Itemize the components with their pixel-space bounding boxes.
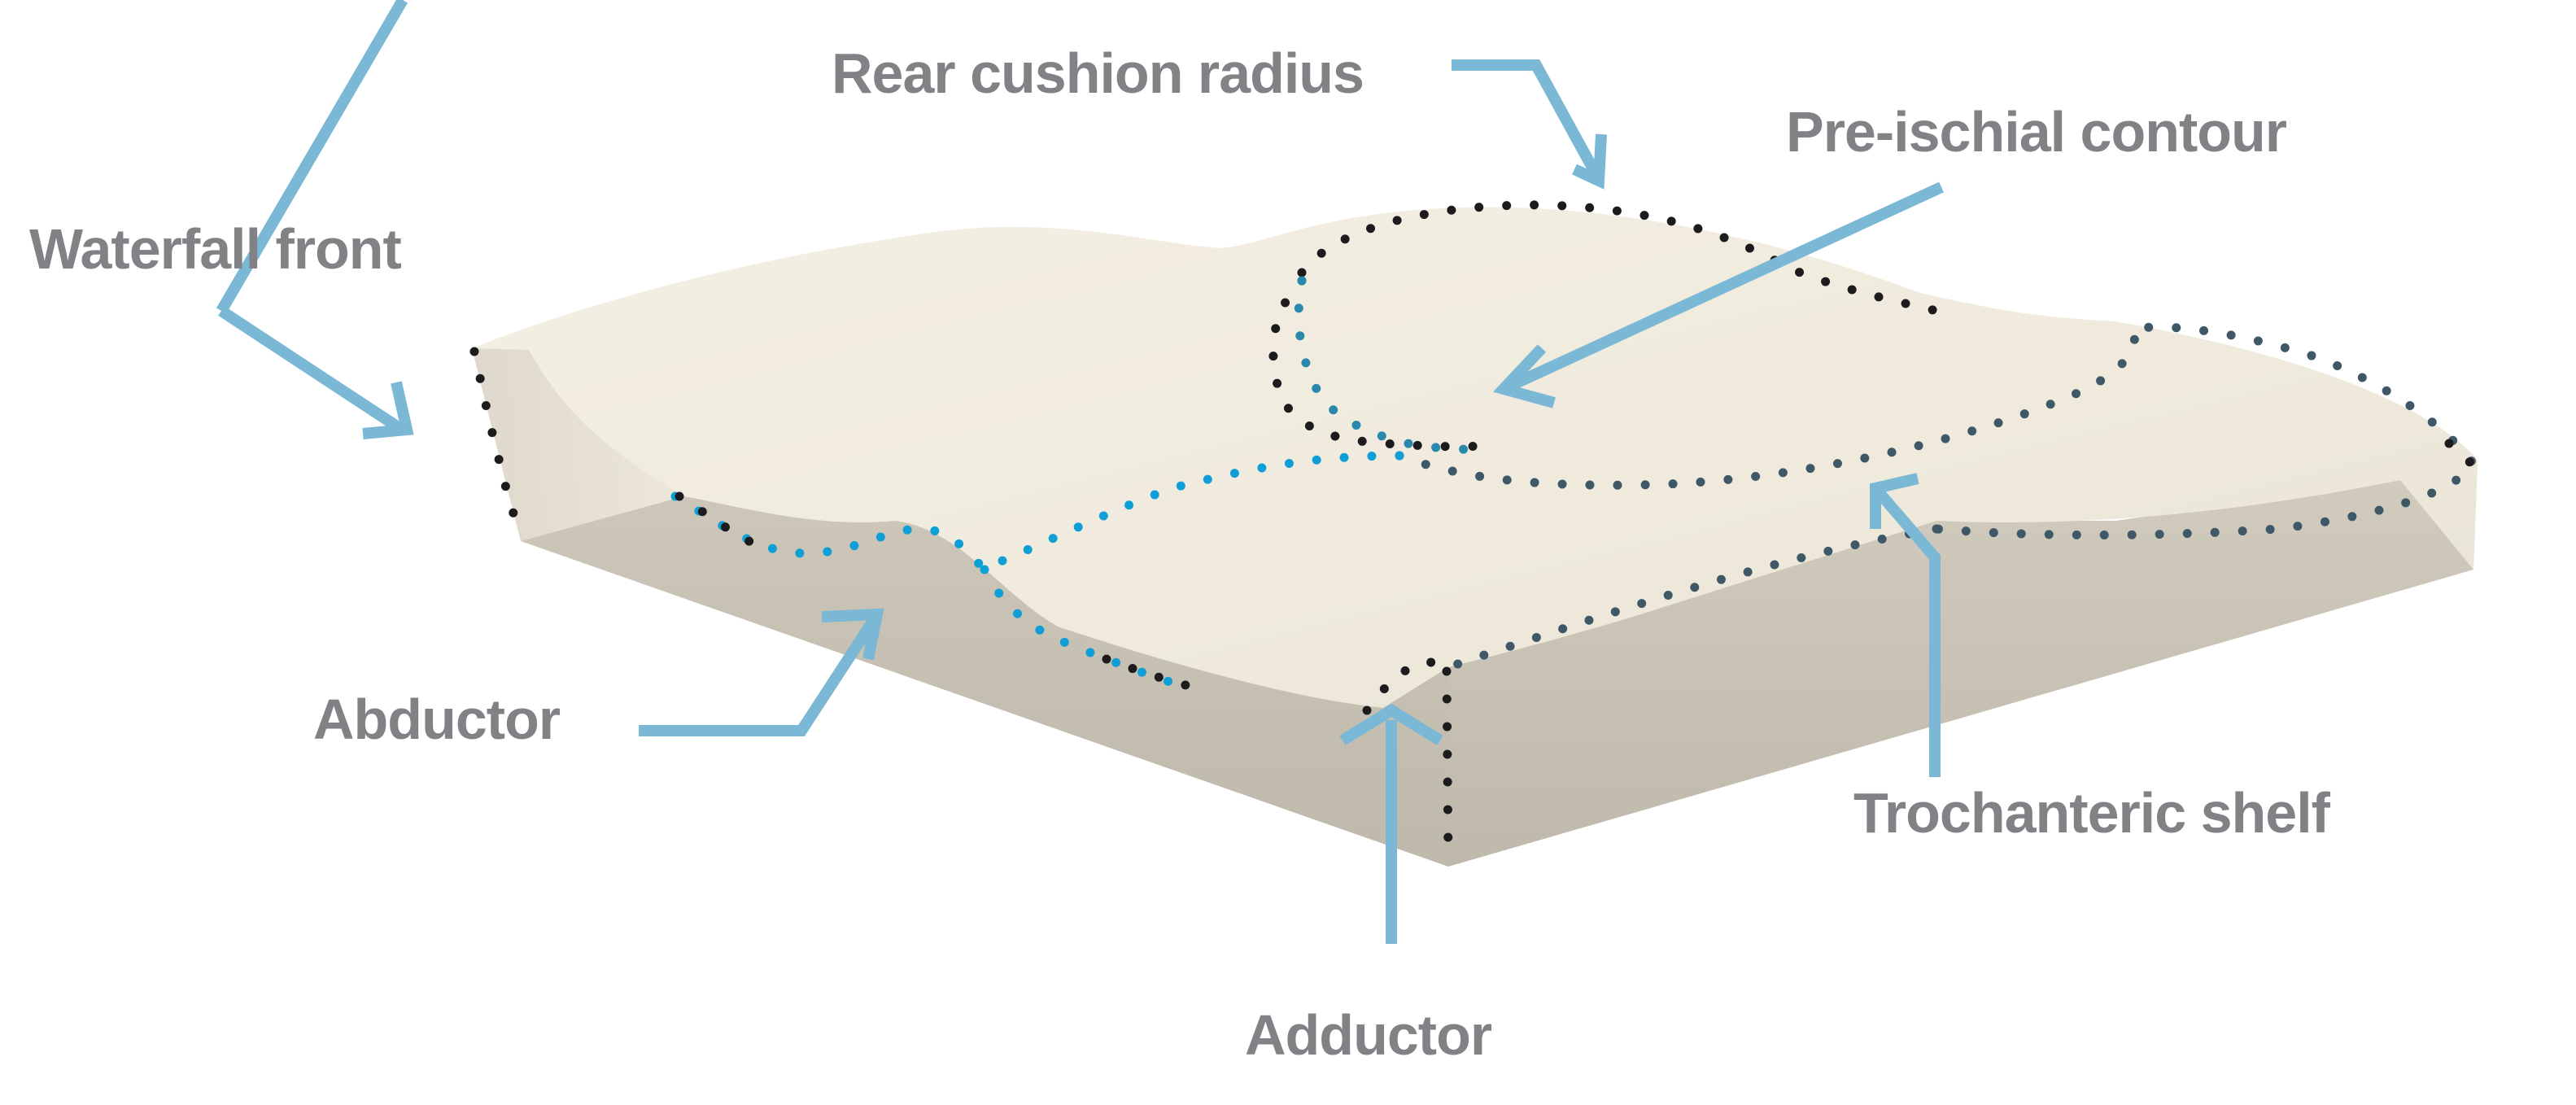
contour-lines (469, 200, 2479, 867)
cushion-body (472, 207, 2478, 867)
cushion-top-surface (472, 207, 2478, 709)
label-adductor: Adductor (1245, 1003, 1492, 1067)
arrow-waterfall-front (216, 0, 414, 439)
label-arrows (216, 0, 1944, 944)
center-channel-dots (996, 451, 1404, 566)
label-pre-ischial-contour: Pre-ischial contour (1786, 100, 2287, 164)
arrow-abductor (639, 608, 884, 736)
arrow-rear-cushion-radius (1452, 59, 1607, 190)
abductor-front-dots (980, 565, 1193, 692)
label-trochanteric-shelf: Trochanteric shelf (1853, 781, 2331, 845)
arrow-trochanteric-shelf (1870, 473, 1941, 777)
adductor-edge-dots (1442, 666, 1453, 867)
pre-ischial-outer-dots (1268, 276, 1486, 452)
label-rear-cushion-radius: Rear cushion radius (832, 41, 1364, 105)
cushion-side-face (1448, 460, 2478, 867)
label-abductor: Abductor (313, 688, 561, 751)
labels: Rear cushion radius Pre-ischial contour … (29, 41, 2332, 1067)
label-waterfall-front: Waterfall front (29, 217, 402, 281)
abductor-left-dark-dots (675, 491, 762, 550)
arrow-pre-ischial-contour (1492, 181, 1944, 408)
waterfall-shade (472, 348, 683, 541)
arrow-adductor (1339, 703, 1443, 944)
rear-radius-dots (1297, 200, 1941, 316)
rear-corner-dots (2444, 439, 2478, 470)
abductor-top-dots (670, 491, 989, 574)
pre-ischial-inner-dots (1294, 276, 1478, 454)
waterfall-front-dots (469, 347, 526, 544)
abductor-front-dark-dots (1102, 654, 1209, 695)
